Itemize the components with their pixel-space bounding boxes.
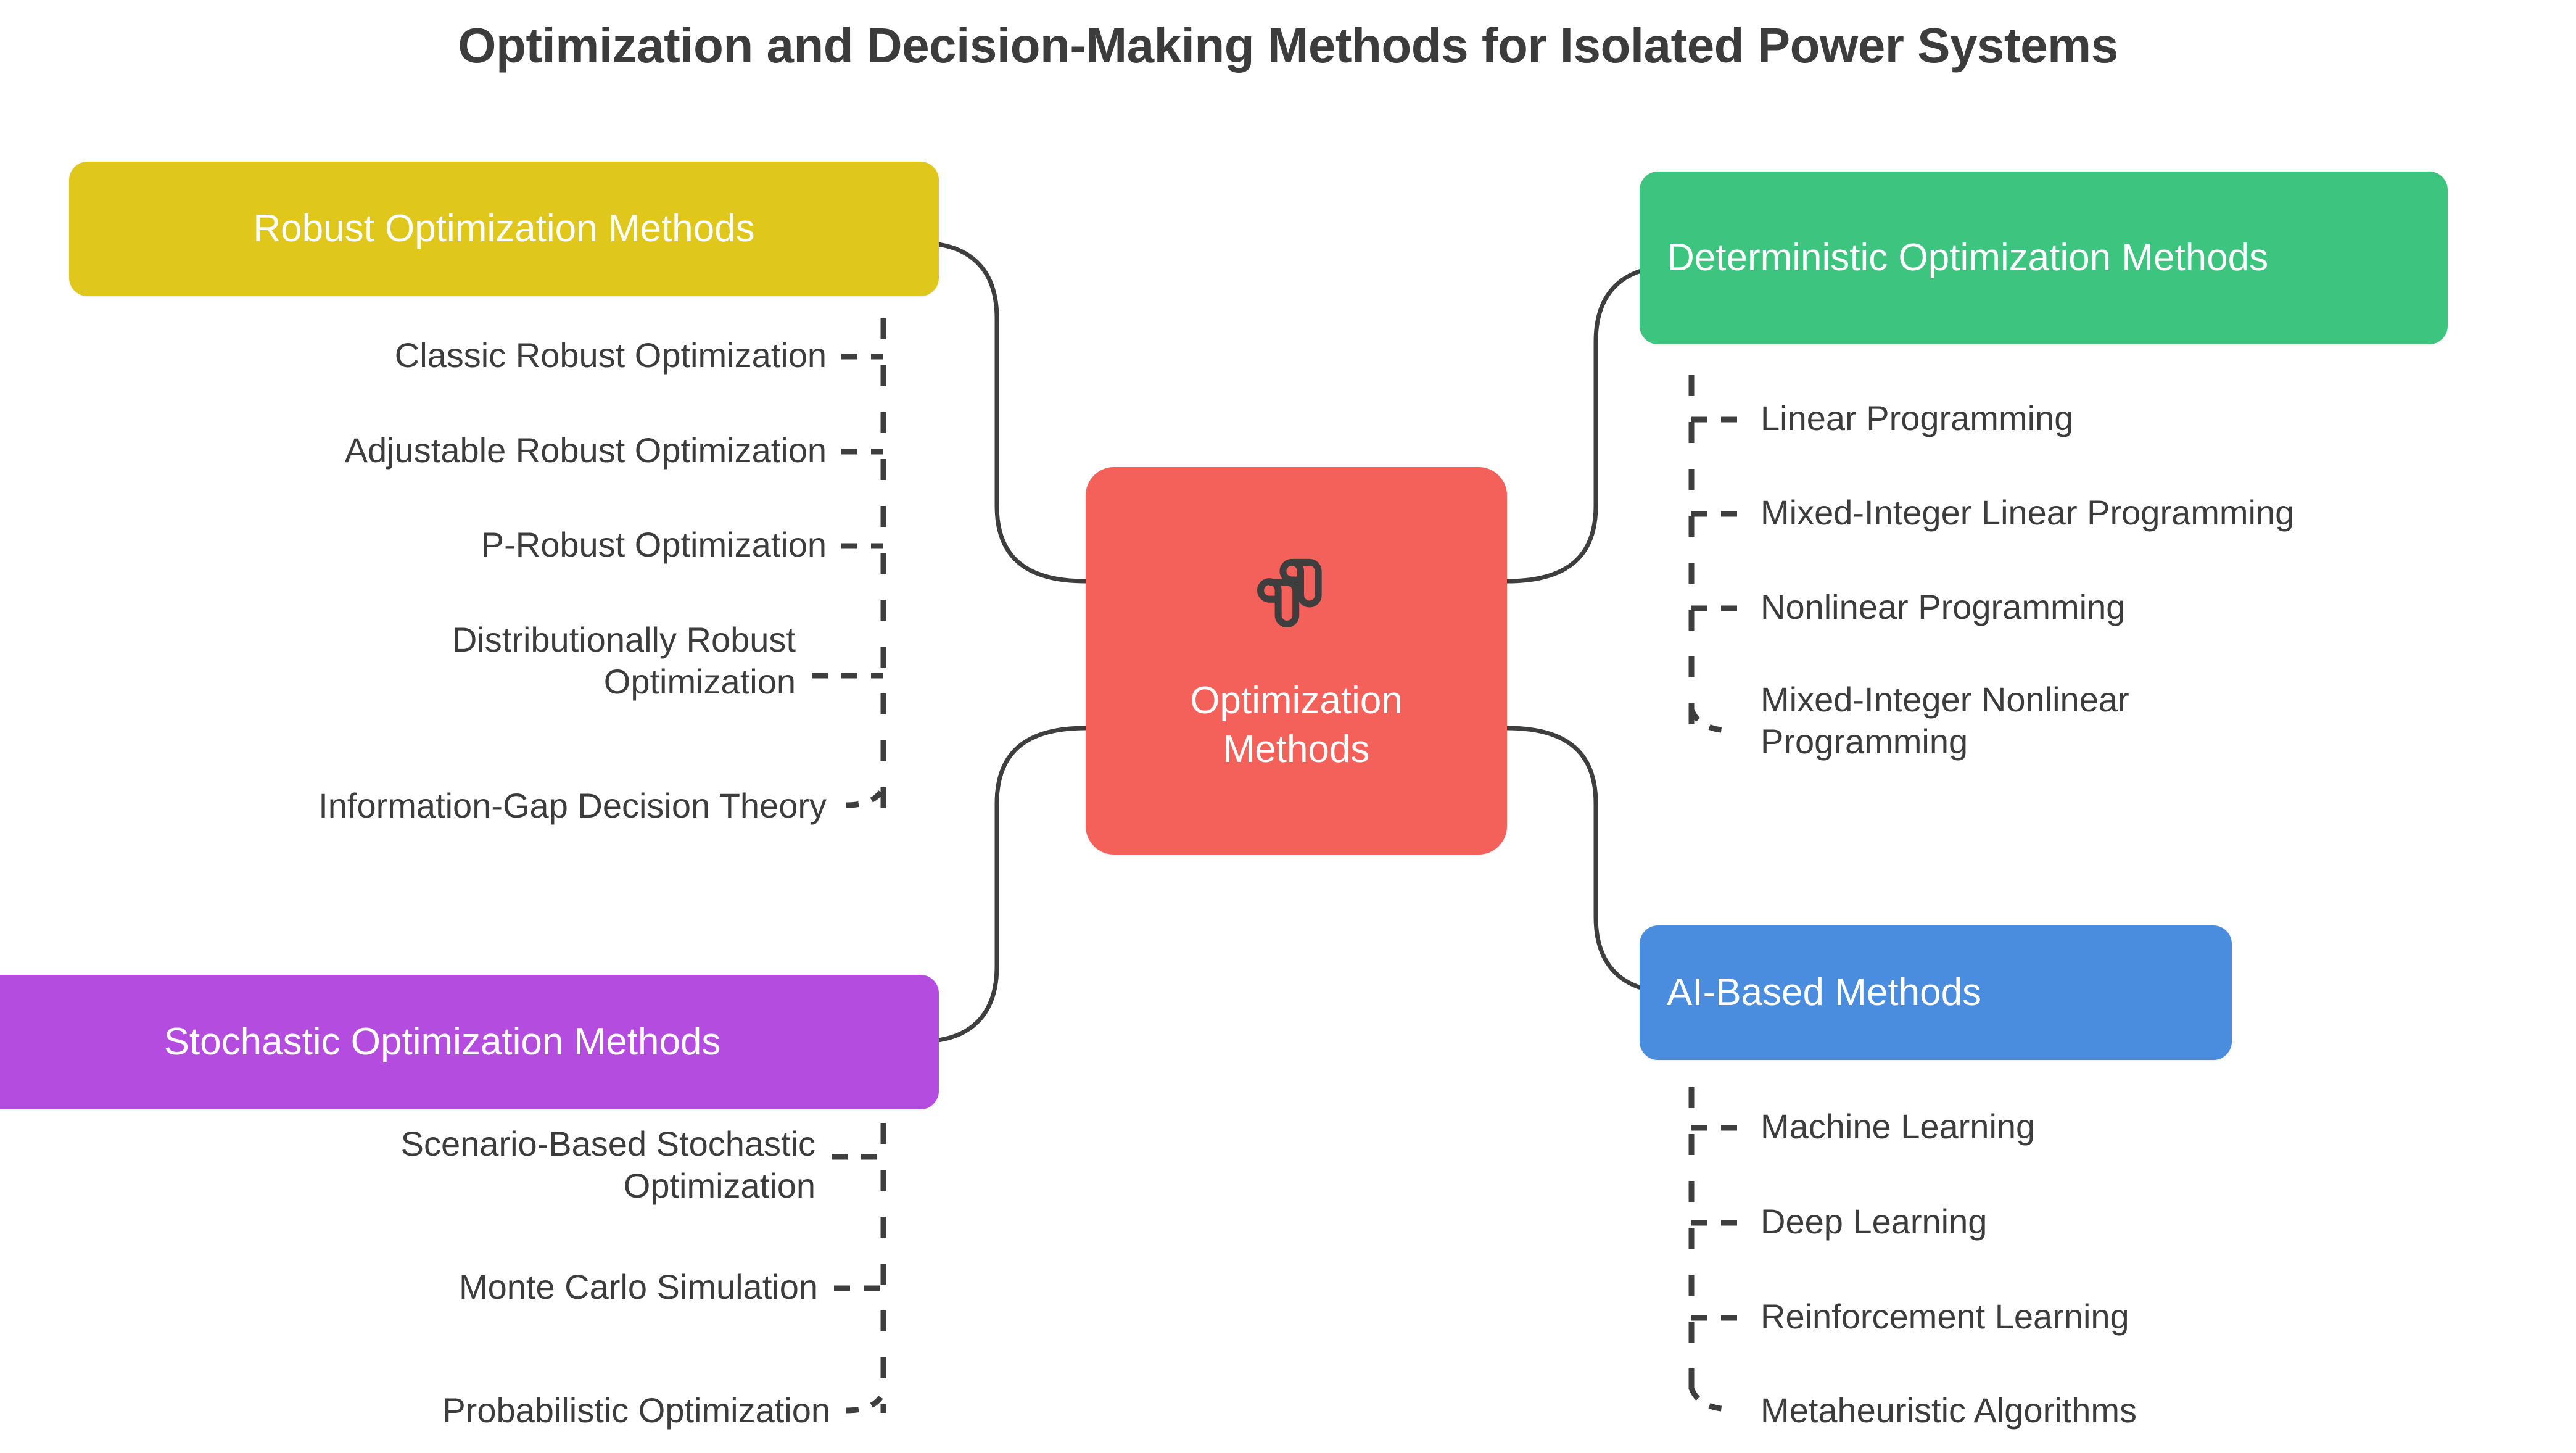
branch-node-stochastic[interactable]: Stochastic Optimization Methods (0, 975, 939, 1109)
workflow-blocks-icon (1249, 548, 1345, 656)
leaf-stochastic-2: Probabilistic Optimization (442, 1391, 830, 1430)
branch-node-deterministic-label: Deterministic Optimization Methods (1667, 236, 2269, 279)
leaf-deterministic-2: Nonlinear Programming (1761, 587, 2126, 626)
page-title: Optimization and Decision-Making Methods… (458, 18, 2118, 73)
leaf-robust-0: Classic Robust Optimization (394, 336, 827, 375)
leaf-ai-3: Metaheuristic Algorithms (1761, 1391, 2137, 1430)
leaf-stub-deterministic-3 (1688, 708, 1732, 734)
branch-node-deterministic[interactable]: Deterministic Optimization Methods (1640, 172, 2448, 344)
leaf-robust-2: P-Robust Optimization (481, 525, 827, 564)
central-node-label-line1: Optimization (1190, 679, 1403, 722)
leaf-deterministic-1: Mixed-Integer Linear Programming (1761, 493, 2295, 532)
leaf-robust-4: Information-Gap Decision Theory (318, 786, 827, 825)
central-node-optimization-methods[interactable]: Optimization Methods (1086, 467, 1507, 855)
leaf-ai-0: Machine Learning (1761, 1107, 2036, 1146)
leaf-ai-2: Reinforcement Learning (1761, 1297, 2129, 1336)
leaf-deterministic-3: Mixed-Integer Nonlinear Programming (1761, 680, 2129, 761)
leaf-deterministic-0: Linear Programming (1761, 399, 2074, 437)
leaf-robust-3: Distributionally Robust Optimization (452, 620, 796, 702)
leaf-stochastic-0: Scenario-Based Stochastic Optimization (400, 1124, 815, 1206)
central-node-label-line2: Methods (1223, 727, 1370, 771)
branch-node-robust[interactable]: Robust Optimization Methods (69, 162, 939, 296)
leaf-stub-ai-3 (1688, 1387, 1732, 1412)
branch-node-ai[interactable]: AI-Based Methods (1640, 925, 2232, 1060)
leaf-stochastic-1: Monte Carlo Simulation (458, 1267, 818, 1306)
leaf-stub-stochastic-2 (846, 1391, 886, 1414)
branch-node-stochastic-label: Stochastic Optimization Methods (163, 1020, 721, 1064)
branch-node-robust-label: Robust Optimization Methods (253, 207, 755, 250)
branch-node-ai-label: AI-Based Methods (1667, 971, 1982, 1014)
leaf-robust-1: Adjustable Robust Optimization (344, 431, 827, 470)
leaf-stub-robust-4 (846, 785, 886, 808)
leaf-ai-1: Deep Learning (1761, 1202, 1988, 1241)
